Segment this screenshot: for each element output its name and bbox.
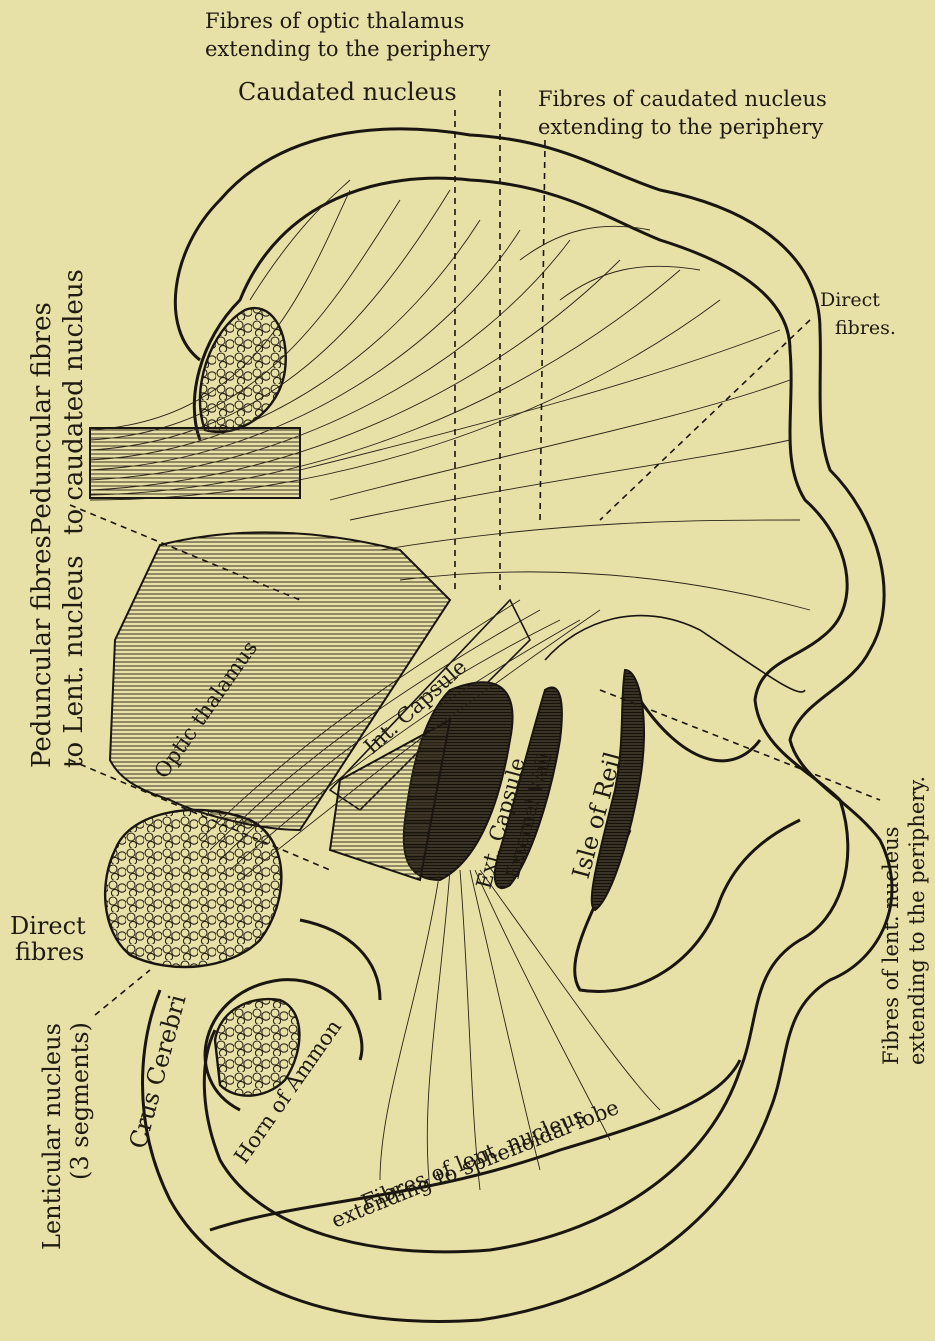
label-fibres-lent-spheno-2: extending to sphenoidal lobe	[328, 1095, 622, 1233]
peduncle-fibre-band	[90, 428, 300, 498]
label-fibres-caudated-2: extending to the periphery	[538, 115, 823, 139]
label-fibres-optic-thalamus-1: Fibres of optic thalamus	[205, 9, 464, 33]
label-peduncular-caudated-2: to caudated nucleus	[59, 269, 89, 535]
label-peduncular-lent-2: to Lent. nucleus	[59, 555, 89, 768]
label-fibres-optic-thalamus-2: extending to the periphery	[205, 37, 490, 61]
label-crus-cerebri: Crus Cerebri	[124, 991, 192, 1151]
isle-fold-outline-2	[545, 616, 805, 692]
label-direct-fibres-left-2: fibres	[15, 938, 84, 966]
caudate-cells	[200, 308, 286, 432]
label-lenticular-1: Lenticular nucleus	[38, 1023, 66, 1250]
label-lenticular-2: (3 segments)	[66, 1022, 94, 1180]
label-fibres-caudated-1: Fibres of caudated nucleus	[538, 87, 827, 111]
label-fibres-lent-right-2: extending to the periphery.	[905, 776, 929, 1065]
crus-cerebri-cells	[105, 810, 281, 967]
label-direct-fibres-left-1: Direct	[10, 912, 86, 940]
label-peduncular-caudated-1: Peduncular fibres	[27, 302, 57, 535]
label-direct-fibres-right-1: Direct	[820, 289, 880, 311]
label-direct-fibres-right-2: fibres.	[835, 317, 896, 339]
label-fibres-lent-right-1: Fibres of lent. nucleus	[879, 827, 903, 1065]
label-peduncular-lent-1: Peduncular fibres	[27, 535, 57, 768]
label-caudated-nucleus: Caudated nucleus	[238, 78, 457, 106]
